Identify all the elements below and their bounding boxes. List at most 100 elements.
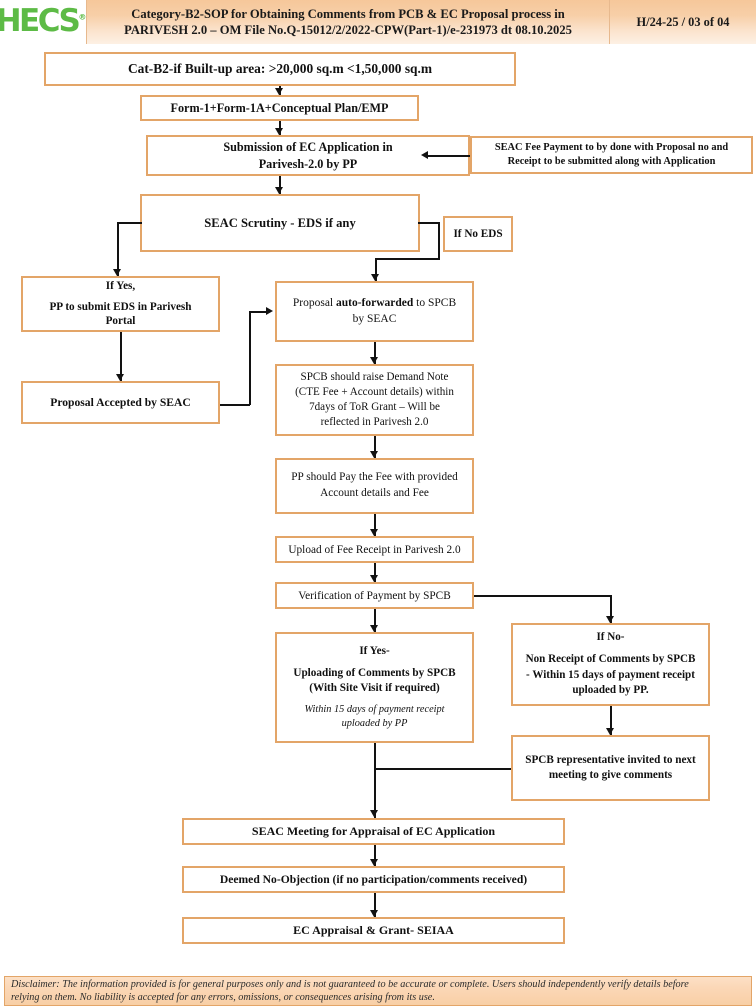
node-ec-appraisal-grant: EC Appraisal & Grant- SEIAA xyxy=(182,917,565,944)
arrow-payfee-to-upload xyxy=(370,529,378,536)
arrow-fee-to-submission xyxy=(421,151,428,159)
node-auto-forwarded-line1: Proposal auto-forwarded to SPCB xyxy=(282,296,467,312)
arrow-ifyes-to-seacmeeting xyxy=(370,810,378,817)
connector-accepted-to-autofwd-h1 xyxy=(220,404,250,406)
node-submission-line2: Parivesh-2.0 by PP xyxy=(258,156,358,171)
connector-scrutiny-left-v xyxy=(117,222,119,276)
node-seac-fee-line2: Receipt to be submitted along with Appli… xyxy=(507,156,716,167)
node-cat-b2-label: Cat-B2-if Built-up area: >20,000 sq.m <1… xyxy=(127,61,433,76)
arrow-ifno-to-spcb-rep xyxy=(606,728,614,735)
node-if-no-eds-label: If No EDS xyxy=(453,228,503,240)
connector-scrutiny-right-v2 xyxy=(375,258,377,281)
arrow-deemed-to-ecgrant xyxy=(370,910,378,917)
node-pay-fee: PP should Pay the Fee with provided Acco… xyxy=(275,458,474,514)
connector-seacmeeting-to-deemed xyxy=(374,845,376,866)
connector-deemed-to-ecgrant xyxy=(374,893,376,917)
node-if-yes-eds: If Yes, PP to submit EDS in Parivesh Por… xyxy=(21,276,220,332)
node-upload-receipt: Upload of Fee Receipt in Parivesh 2.0 xyxy=(275,536,474,563)
arrow-catb2-to-forms xyxy=(275,88,283,95)
node-submission-line1: Submission of EC Application in xyxy=(223,140,393,155)
node-pay-fee-line2: Account details and Fee xyxy=(320,487,429,499)
connector-payfee-to-upload xyxy=(374,514,376,536)
header-page-reference-cell: H/24-25 / 03 of 04 xyxy=(610,0,756,44)
node-spcb-representative: SPCB representative invited to next meet… xyxy=(511,735,710,801)
node-proposal-accepted: Proposal Accepted by SEAC xyxy=(21,381,220,424)
arrow-demand-to-payfee xyxy=(370,451,378,458)
connector-demand-to-payfee xyxy=(374,436,376,458)
node-demand-note-line2: (CTE Fee + Account details) within xyxy=(295,386,454,399)
node-if-yes-eds-line1: If Yes, xyxy=(105,280,136,293)
node-demand-note-line1: SPCB should raise Demand Note xyxy=(300,371,449,384)
node-if-no-comments-line3: - Within 15 days of payment receipt xyxy=(526,668,695,681)
node-seac-meeting: SEAC Meeting for Appraisal of EC Applica… xyxy=(182,818,565,845)
page-header: HECS® Category-B2-SOP for Obtaining Comm… xyxy=(0,0,756,44)
connector-autofwd-to-demand xyxy=(374,342,376,364)
node-verification-label: Verification of Payment by SPCB xyxy=(298,589,451,602)
connector-scrutiny-right-v1 xyxy=(438,222,440,259)
node-demand-note-line3: 7days of ToR Grant – Will be xyxy=(309,401,440,413)
connector-verification-to-ifno-v xyxy=(610,595,612,623)
node-if-yes-comments-line4: Within 15 days of payment receipt xyxy=(304,703,445,715)
node-if-yes-comments: If Yes- Uploading of Comments by SPCB (W… xyxy=(275,632,474,743)
disclaimer-line2: relying on them. No liability is accepte… xyxy=(11,992,435,1003)
arrow-upload-to-verification xyxy=(370,575,378,582)
arrow-autofwd-to-demand xyxy=(370,357,378,364)
node-auto-forwarded: Proposal auto-forwarded to SPCB by SEAC xyxy=(275,281,474,342)
logo: HECS® xyxy=(0,0,86,44)
node-seac-scrutiny: SEAC Scrutiny - EDS if any xyxy=(140,194,420,252)
node-forms: Form-1+Form-1A+Conceptual Plan/EMP xyxy=(140,95,419,121)
node-if-yes-comments-line2: Uploading of Comments by SPCB xyxy=(293,666,456,679)
connector-verification-to-ifyes xyxy=(374,609,376,632)
logo-wordmark: HECS xyxy=(0,2,81,39)
node-if-no-eds: If No EDS xyxy=(443,216,513,252)
connector-ifyes-to-seacmeeting xyxy=(374,743,376,818)
disclaimer-line1: Disclaimer: The information provided is … xyxy=(11,978,689,990)
connector-ifno-to-spcb-rep xyxy=(610,706,612,735)
node-seac-scrutiny-label: SEAC Scrutiny - EDS if any xyxy=(204,215,356,230)
page-reference: H/24-25 / 03 of 04 xyxy=(636,14,730,29)
node-if-yes-comments-line3: (With Site Visit if required) xyxy=(309,682,440,695)
node-proposal-accepted-label: Proposal Accepted by SEAC xyxy=(50,396,191,409)
arrow-submission-to-scrutiny xyxy=(275,187,283,194)
connector-scrutiny-right-h1 xyxy=(418,222,440,224)
connector-accepted-to-autofwd-v xyxy=(249,311,251,405)
connector-upload-to-verification xyxy=(374,563,376,582)
connector-fee-to-submission xyxy=(427,155,470,157)
auto-forwarded-suffix: to SPCB xyxy=(413,296,457,309)
node-if-no-comments-line4: uploaded by PP. xyxy=(572,684,649,697)
node-if-yes-eds-line2: PP to submit EDS in Parivesh xyxy=(49,300,192,313)
node-pay-fee-line1: PP should Pay the Fee with provided xyxy=(291,471,458,484)
node-seac-fee-note: SEAC Fee Payment to by done with Proposa… xyxy=(470,136,753,174)
arrow-scrutiny-to-if-yes xyxy=(113,269,121,276)
arrow-accepted-to-autofwd xyxy=(266,307,273,315)
arrow-if-yes-to-accepted xyxy=(116,374,124,381)
node-demand-note-line4: reflected in Parivesh 2.0 xyxy=(320,415,429,428)
page-title-line1: Category-B2-SOP for Obtaining Comments f… xyxy=(131,6,565,21)
node-verification: Verification of Payment by SPCB xyxy=(275,582,474,609)
node-auto-forwarded-line2: by SEAC xyxy=(352,312,397,325)
connector-submission-to-scrutiny xyxy=(279,176,281,194)
node-deemed-no-objection-label: Deemed No-Objection (if no participation… xyxy=(219,873,528,886)
node-if-no-comments-line2: Non Receipt of Comments by SPCB xyxy=(525,653,696,666)
page-title: Category-B2-SOP for Obtaining Comments f… xyxy=(124,6,572,38)
node-if-no-comments: If No- Non Receipt of Comments by SPCB -… xyxy=(511,623,710,706)
connector-scrutiny-right-h2 xyxy=(375,258,440,260)
node-seac-meeting-label: SEAC Meeting for Appraisal of EC Applica… xyxy=(251,824,496,838)
node-spcb-representative-line1: SPCB representative invited to next xyxy=(525,753,696,766)
header-title-cell: Category-B2-SOP for Obtaining Comments f… xyxy=(86,0,610,44)
connector-scrutiny-left-h xyxy=(117,222,142,224)
logo-text: HECS® xyxy=(0,2,86,39)
connector-accepted-to-autofwd-h2 xyxy=(249,311,269,313)
node-if-no-comments-line1: If No- xyxy=(596,631,625,644)
node-demand-note: SPCB should raise Demand Note (CTE Fee +… xyxy=(275,364,474,436)
page-title-line2: PARIVESH 2.0 – OM File No.Q-15012/2/2022… xyxy=(124,23,572,37)
node-cat-b2: Cat-B2-if Built-up area: >20,000 sq.m <1… xyxy=(44,52,516,86)
node-seac-fee-line1: SEAC Fee Payment to by done with Proposa… xyxy=(494,141,729,153)
disclaimer-banner: Disclaimer: The information provided is … xyxy=(4,976,752,1006)
arrow-verification-to-ifyes xyxy=(370,625,378,632)
connector-verification-to-ifno-h xyxy=(474,595,611,597)
auto-forwarded-emphasis: auto-forwarded xyxy=(336,296,414,309)
node-submission: Submission of EC Application in Parivesh… xyxy=(146,135,470,176)
node-if-yes-comments-line5: uploaded by PP xyxy=(341,717,408,729)
disclaimer-text: Disclaimer: The information provided is … xyxy=(11,978,689,1005)
